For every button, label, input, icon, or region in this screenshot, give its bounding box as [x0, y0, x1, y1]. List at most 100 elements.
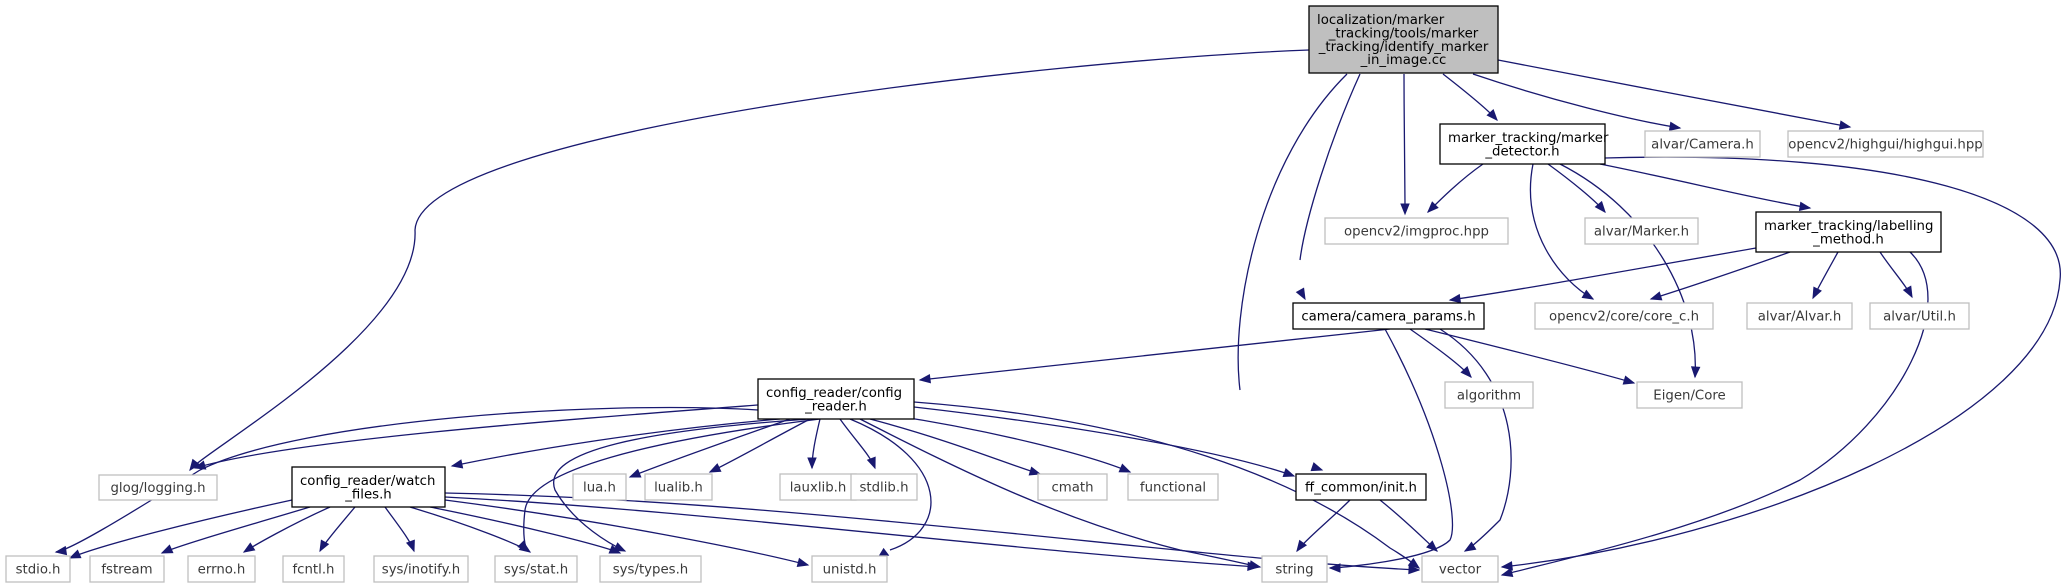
- node-util: alvar/Util.h: [1869, 302, 1970, 330]
- node-detector[interactable]: marker_tracking/marker_detector.h: [1439, 123, 1609, 165]
- arrowhead-icon: [68, 549, 82, 559]
- edge-line: [1299, 73, 1361, 261]
- edge-detector-to-marker: [1547, 163, 1606, 214]
- node-label: unistd.h: [823, 563, 877, 578]
- edge-camparams-to-algorithm: [1409, 328, 1472, 378]
- node-label: opencv2/imgproc.hpp: [1344, 225, 1489, 240]
- node-inotify: sys/inotify.h: [373, 555, 469, 583]
- edge-config-to-init: [913, 406, 1296, 477]
- node-box: [1746, 302, 1853, 330]
- edge-line: [1296, 499, 1351, 552]
- node-lauxlib: lauxlib.h: [779, 473, 857, 501]
- node-label: stdio.h: [16, 563, 61, 578]
- node-watch[interactable]: config_reader/watch_files.h: [291, 466, 446, 508]
- edge-watch-to-errno: [242, 506, 331, 553]
- arrowhead-icon: [1247, 561, 1260, 572]
- edge-detector-to-corec: [1529, 163, 1595, 300]
- node-fstream: fstream: [89, 555, 165, 583]
- arrowhead-icon: [1296, 539, 1308, 553]
- node-functional: functional: [1127, 473, 1219, 501]
- edge-config-to-cmath: [869, 418, 1042, 476]
- edge-line: [1559, 163, 1696, 378]
- edge-line: [1650, 251, 1791, 300]
- edge-line: [1501, 251, 1929, 576]
- edge-config-to-logging: [193, 404, 759, 470]
- node-label: marker_tracking/labelling: [1764, 219, 1933, 234]
- edge-labelling-to-camparams: [1448, 247, 1757, 304]
- arrowhead-icon: [613, 542, 627, 552]
- arrowhead-icon: [1282, 468, 1296, 477]
- node-highgui: opencv2/highgui/highgui.hpp: [1787, 130, 1984, 158]
- node-init[interactable]: ff_common/init.h: [1295, 473, 1427, 501]
- edge-root-to-alvarcam: [1472, 73, 1682, 132]
- arrowhead-icon: [1407, 557, 1421, 569]
- edge-watch-to-types: [429, 506, 622, 554]
- node-camparams[interactable]: camera/camera_params.h: [1292, 302, 1485, 330]
- node-label: opencv2/highgui/highgui.hpp: [1788, 138, 1982, 153]
- node-box: [1295, 473, 1427, 501]
- node-cmath: cmath: [1037, 473, 1108, 501]
- node-label: marker_tracking/marker: [1448, 131, 1609, 146]
- arrowhead-icon: [1295, 287, 1306, 301]
- edge-line: [1547, 163, 1606, 213]
- node-box: [1439, 123, 1606, 165]
- edge-line: [849, 418, 932, 551]
- edge-line: [1409, 328, 1472, 378]
- edge-init-to-vector: [1379, 499, 1438, 552]
- node-label: _in_image.cc: [1360, 53, 1447, 68]
- node-box: [1755, 211, 1942, 253]
- node-stdio: stdio.h: [5, 555, 71, 583]
- edge-detector-to-imgproc: [1427, 163, 1484, 213]
- edge-config-to-lualib: [708, 418, 811, 473]
- edge-camparams-to-eigen: [1424, 328, 1636, 385]
- arrowhead-icon: [1118, 463, 1132, 473]
- node-lualib: lualib.h: [644, 473, 713, 501]
- arrowhead-icon: [1028, 466, 1042, 476]
- node-label: lualib.h: [654, 481, 703, 496]
- edge-labelling-to-alvar: [1812, 251, 1839, 300]
- arrowhead-icon: [1838, 120, 1852, 130]
- edge-line: [869, 418, 1041, 475]
- edge-config-to-stdlib: [839, 418, 876, 470]
- edge-line: [1379, 499, 1438, 552]
- arrowhead-icon: [1649, 291, 1663, 301]
- edge-init-to-string: [1296, 499, 1351, 553]
- node-labelling[interactable]: marker_tracking/labelling_method.h: [1755, 211, 1942, 253]
- edge-camparams-to-string: [1328, 328, 1454, 573]
- node-config[interactable]: config_reader/config_reader.h: [757, 378, 915, 420]
- node-algorithm: algorithm: [1444, 381, 1534, 409]
- edge-line: [1427, 163, 1484, 213]
- node-unistd: unistd.h: [811, 555, 888, 583]
- edge-line: [1472, 73, 1681, 129]
- arrowhead-icon: [1594, 200, 1606, 214]
- node-stdlib: stdlib.h: [850, 473, 918, 501]
- node-box: [373, 555, 469, 583]
- node-box: [1869, 302, 1970, 330]
- edge-labelling-to-util: [1879, 251, 1913, 299]
- arrowhead-icon: [708, 463, 722, 473]
- node-label: sys/stat.h: [504, 563, 568, 578]
- node-fcntl: fcntl.h: [282, 555, 345, 583]
- node-label: alvar/Alvar.h: [1758, 310, 1842, 325]
- node-box: [1127, 473, 1219, 501]
- edge-line: [553, 418, 811, 552]
- node-label: opencv2/core/core_c.h: [1549, 310, 1699, 325]
- edge-line: [629, 418, 791, 478]
- node-label: fstream: [101, 563, 152, 578]
- edge-line: [444, 499, 809, 566]
- arrowhead-icon: [1460, 366, 1472, 378]
- arrowhead-icon: [405, 539, 415, 553]
- edge-line: [1237, 73, 1348, 391]
- edge-line: [55, 406, 759, 553]
- node-string: string: [1261, 555, 1328, 583]
- edge-layer: [54, 49, 2061, 577]
- edge-line: [1424, 328, 1635, 384]
- node-box: [282, 555, 345, 583]
- node-root[interactable]: localization/marker_tracking/tools/marke…: [1308, 5, 1499, 74]
- arrowhead-icon: [1427, 201, 1439, 213]
- edge-config-to-stdio: [54, 406, 759, 556]
- edge-config-to-lua: [628, 418, 791, 478]
- node-box: [1534, 302, 1714, 330]
- node-stat: sys/stat.h: [494, 555, 578, 583]
- node-label: _reader.h: [804, 399, 867, 414]
